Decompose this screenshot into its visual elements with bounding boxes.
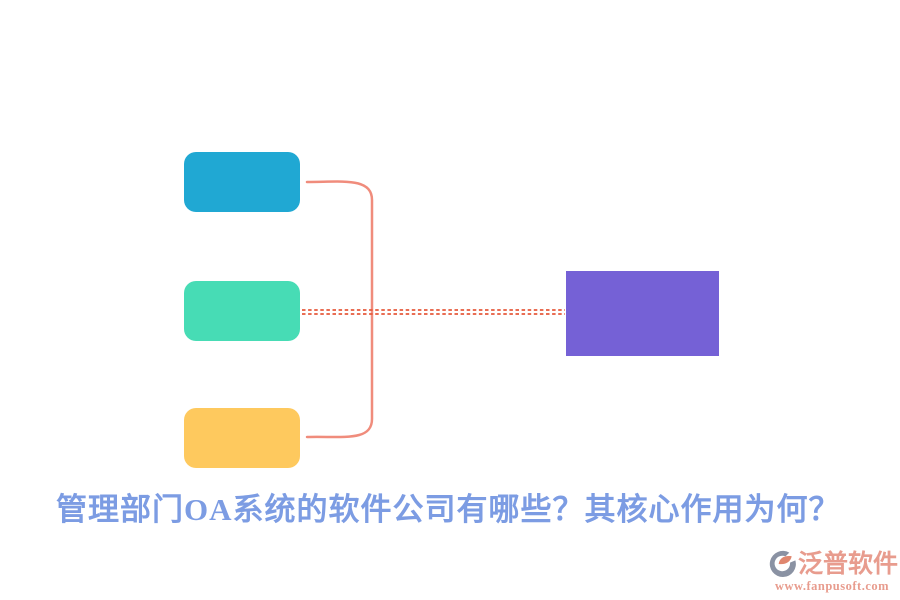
brand-url: www.fanpusoft.com — [774, 579, 890, 593]
brand-watermark: 泛普软件 www.fanpusoft.com — [768, 550, 899, 594]
diagram-node-top — [184, 152, 300, 212]
diagram-node-bottom — [184, 408, 300, 468]
diagram-node-middle — [184, 281, 300, 341]
brand-name: 泛普软件 — [798, 551, 899, 578]
bracket-connector — [305, 180, 374, 439]
page-title: 管理部门OA系统的软件公司有哪些？其核心作用为何？ — [56, 492, 841, 527]
brand-row: 泛普软件 — [768, 550, 899, 579]
fanpu-logo-icon — [769, 550, 796, 578]
diagram-node-result — [566, 271, 719, 356]
